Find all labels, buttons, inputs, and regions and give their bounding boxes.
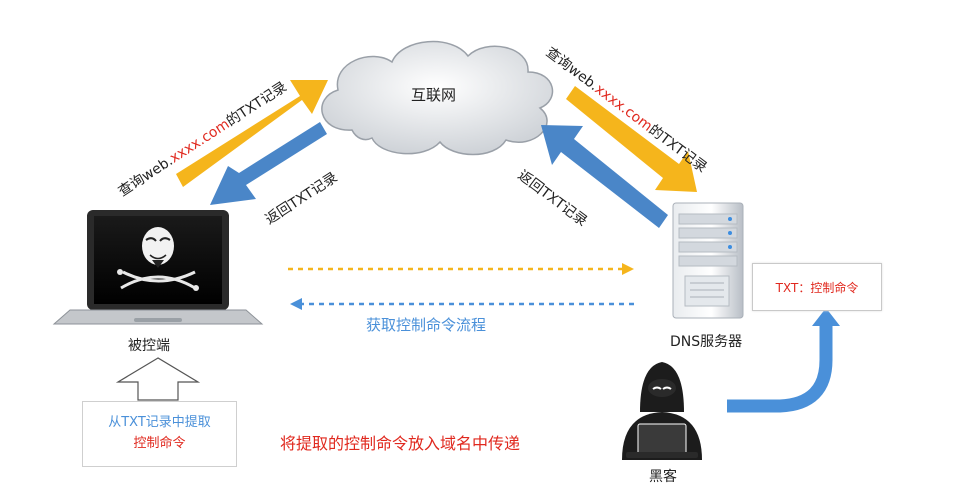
dns-server-icon	[672, 202, 744, 319]
query-arrow-left-icon	[176, 80, 328, 187]
hacker-action-text: 将提取的控制命令放入域名中传递	[280, 434, 521, 453]
inject-arrow-icon	[727, 308, 840, 413]
internet-cloud-icon	[321, 40, 554, 156]
hacker-icon	[622, 362, 702, 460]
extract-up-arrow-icon	[115, 357, 201, 401]
response-arrow-right-icon	[541, 125, 668, 228]
dns-server-label: DNS服务器	[670, 334, 743, 350]
extract-line1: 从TXT记录中提取	[108, 415, 211, 430]
flow-dashed-arrows	[288, 263, 634, 310]
flow-label: 获取控制命令流程	[366, 316, 487, 334]
victim-laptop-icon	[52, 210, 264, 325]
response-arrow-left-icon	[210, 122, 327, 205]
query-arrow-right-icon	[566, 86, 697, 192]
extract-box: 从TXT记录中提取 控制命令	[82, 401, 237, 467]
victim-label: 被控端	[128, 338, 170, 354]
txt-record-label: TXT：控制命令	[775, 280, 859, 295]
txt-record-box: TXT：控制命令	[752, 263, 882, 311]
hacker-label: 黑客	[649, 469, 677, 485]
extract-line2: 控制命令	[133, 436, 186, 451]
cloud-label: 互联网	[411, 86, 457, 104]
